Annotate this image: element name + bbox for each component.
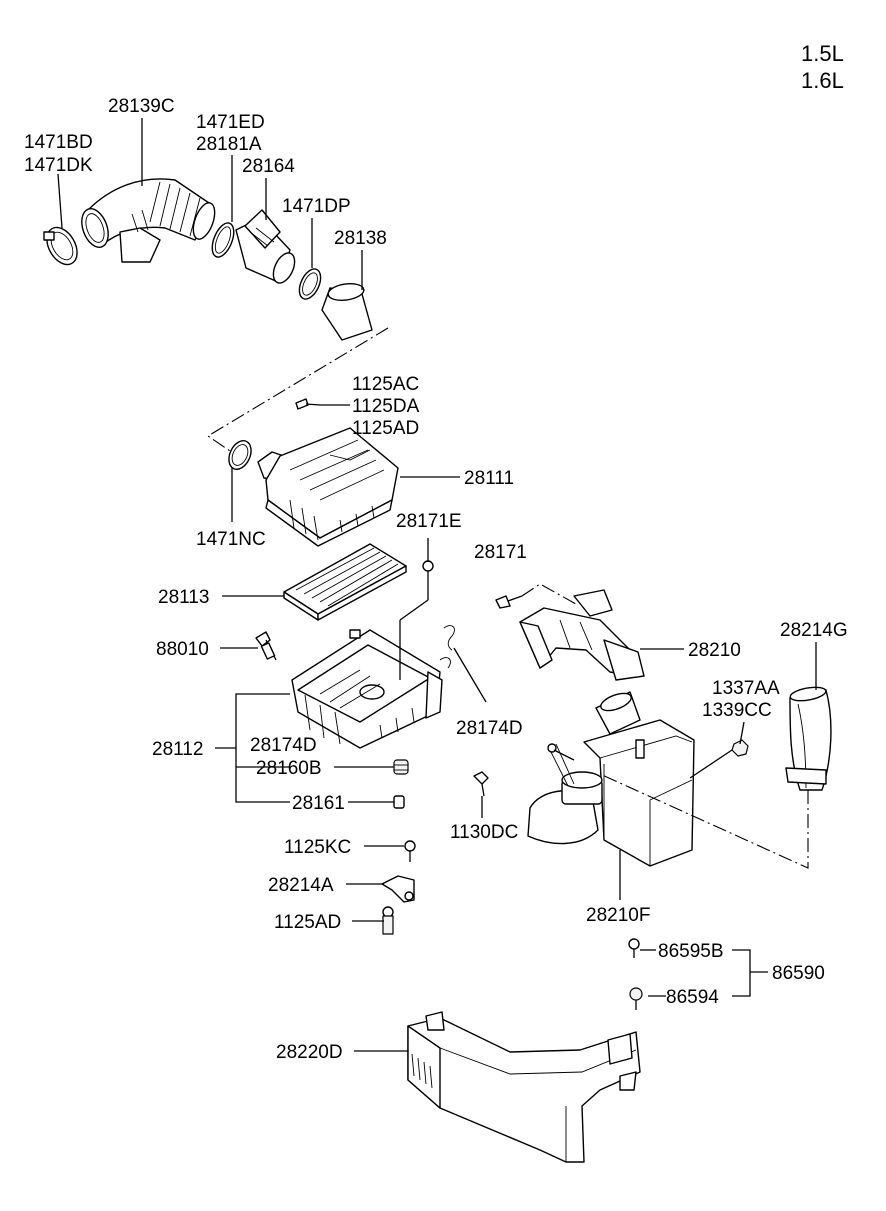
air-duct-28210 [519, 589, 645, 681]
bolt-86595B [628, 938, 640, 958]
label-88010: 88010 [156, 639, 209, 660]
filter-element-28113 [283, 543, 407, 621]
label-28112: 28112 [152, 739, 203, 760]
label-28160B: 28160B [256, 758, 322, 779]
dash-connector-28171 [521, 583, 577, 605]
label-1337AA: 1337AA [712, 678, 780, 699]
label-28214G: 28214G [780, 620, 848, 641]
label-28214A: 28214A [268, 875, 334, 896]
label-28220D: 28220D [276, 1042, 343, 1063]
bolt-1130DC [473, 771, 489, 797]
label-28210: 28210 [688, 640, 741, 661]
air-cleaner-cover-28111 [257, 427, 399, 547]
label-28138: 28138 [334, 228, 387, 249]
label-1130DC: 1130DC [450, 822, 518, 843]
label-1471BD: 1471BD [24, 132, 93, 153]
clamp-1471DP [298, 268, 322, 300]
engine-label-1: 1.5L [801, 41, 844, 66]
clip-28174D [439, 625, 455, 669]
engine-label-2: 1.6L [801, 68, 844, 93]
air-cleaner-body-28112 [291, 629, 443, 749]
under-cover-28220D [407, 1011, 641, 1163]
bolt-28171E [422, 560, 434, 580]
label-28174D-left: 28174D [250, 735, 317, 756]
bolt-28171 [495, 595, 523, 609]
label-1471ED: 1471ED [196, 112, 265, 133]
label-1471DK: 1471DK [24, 155, 93, 176]
bracket-28214A [381, 875, 415, 903]
label-1125AC: 1125AC [352, 374, 419, 395]
label-28113: 28113 [158, 587, 209, 608]
label-1471NC: 1471NC [196, 529, 266, 550]
label-86594: 86594 [666, 987, 719, 1008]
label-1125KC: 1125KC [284, 837, 351, 858]
label-1125AD-top: 1125AD [352, 418, 419, 439]
dash-connector-28214G [599, 773, 809, 869]
clamp-1471ED [211, 222, 235, 258]
label-86595B: 86595B [658, 941, 724, 962]
label-1125AD-bottom: 1125AD [274, 912, 341, 933]
bolt-1125AD-bottom [382, 906, 394, 935]
screw-1125AC [295, 398, 321, 410]
label-28171: 28171 [474, 542, 527, 563]
plug-28161 [393, 795, 405, 809]
leader-lines [57, 118, 817, 1052]
label-28171E: 28171E [396, 511, 462, 532]
label-1125DA: 1125DA [352, 396, 420, 417]
label-1339CC: 1339CC [702, 700, 772, 721]
label-28139C: 28139C [108, 96, 175, 117]
label-28164: 28164 [242, 156, 295, 177]
duct-28214G [785, 686, 832, 791]
intake-hose-28139C [81, 178, 216, 263]
label-28161: 28161 [292, 793, 345, 814]
label-28174D-right: 28174D [456, 718, 523, 739]
clamp-1471BD [43, 226, 78, 266]
bolt-86594 [629, 987, 643, 1010]
hose-28138 [321, 282, 373, 341]
label-28210F: 28210F [586, 905, 650, 926]
bolt-1125KC [404, 840, 416, 862]
clamp-1471NC [228, 440, 252, 470]
resonator-28164 [235, 209, 296, 284]
bolt-88010 [255, 631, 277, 661]
label-28111: 28111 [464, 468, 514, 489]
label-86590: 86590 [772, 963, 825, 984]
resonator-28210F [527, 691, 695, 867]
label-1471DP: 1471DP [282, 196, 351, 217]
grommet-28160B [393, 759, 409, 775]
label-28181A: 28181A [196, 134, 262, 155]
